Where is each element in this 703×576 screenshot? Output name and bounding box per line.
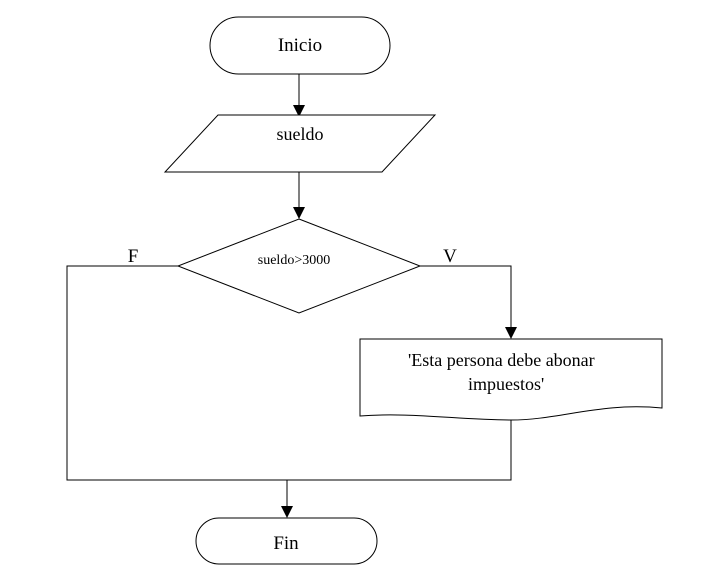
end-terminator-shape bbox=[195, 517, 378, 565]
decision-label: sueldo>3000 bbox=[258, 253, 330, 268]
end-label: Fin bbox=[273, 533, 299, 554]
output-node: 'Esta persona debe abonar impuestos' bbox=[359, 338, 663, 421]
false-branch-line bbox=[66, 265, 287, 481]
arrowhead-decision bbox=[293, 207, 305, 219]
decision-diamond-shape bbox=[176, 218, 422, 314]
output-document-shape bbox=[359, 338, 663, 421]
true-branch-label: V bbox=[443, 246, 457, 267]
edge-output-to-end bbox=[287, 420, 512, 481]
true-branch-line bbox=[420, 265, 512, 328]
output-label-line1: 'Esta persona debe abonar bbox=[408, 350, 595, 370]
decision-node: sueldo>3000 bbox=[176, 218, 422, 314]
start-terminator-shape bbox=[209, 16, 391, 75]
output-merge-line bbox=[287, 420, 512, 481]
arrowhead-output bbox=[505, 327, 517, 339]
end-node: Fin bbox=[195, 517, 378, 565]
start-node: Inicio bbox=[209, 16, 391, 75]
input-node: sueldo bbox=[163, 114, 437, 173]
edge-start-to-input bbox=[293, 74, 305, 117]
edge-input-to-decision bbox=[293, 172, 305, 219]
start-label: Inicio bbox=[278, 35, 322, 56]
edge-decision-to-output bbox=[420, 265, 517, 339]
arrowhead-end bbox=[281, 506, 293, 518]
output-label-line2: impuestos' bbox=[468, 374, 544, 394]
edge-merge-to-end bbox=[281, 480, 293, 518]
false-branch-label: F bbox=[128, 246, 139, 267]
input-parallelogram-shape bbox=[163, 114, 437, 173]
edge-decision-to-end-false bbox=[66, 265, 287, 481]
arrowhead-input bbox=[293, 105, 305, 117]
input-label: sueldo bbox=[277, 124, 324, 144]
